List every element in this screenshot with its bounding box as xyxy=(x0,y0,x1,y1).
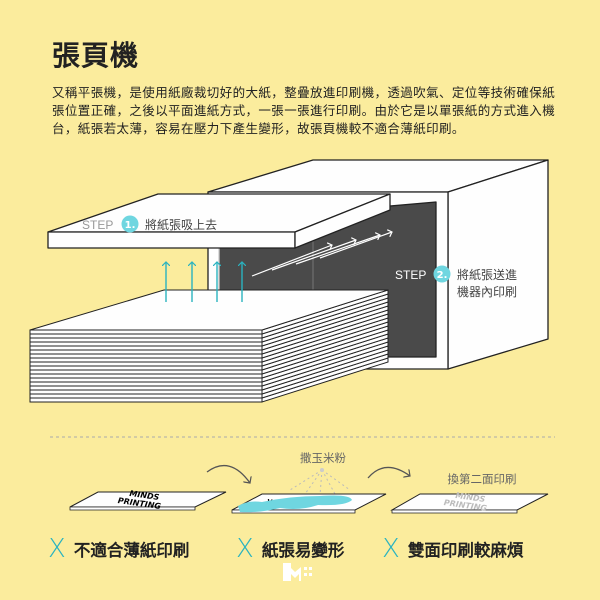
stack-sheet-edge xyxy=(29,341,263,347)
stack-sheet-edge xyxy=(29,349,263,355)
intro-paragraph: 又稱平張機，是使用紙廠裁切好的大紙，整疊放進印刷機，透過吹氣、定位等技術確保紙張… xyxy=(52,85,556,136)
powder-label: 撒玉米粉 xyxy=(300,451,346,465)
svg-text:STEP: STEP xyxy=(395,268,426,282)
feed-arrows xyxy=(251,232,392,277)
stack-sheet-edge xyxy=(29,393,263,399)
svg-text:2.: 2. xyxy=(437,270,448,281)
page-title: 張頁機 xyxy=(52,39,140,72)
paper-stack xyxy=(29,289,389,403)
stack-sheet-edge xyxy=(29,369,263,375)
stack-sheet-edge xyxy=(29,353,263,359)
x-mark-icon: X xyxy=(382,534,400,564)
stack-sheet-edge xyxy=(29,381,263,387)
stack-sheet-edge xyxy=(29,329,263,335)
suction-arrows xyxy=(166,262,242,302)
svg-text:機器內印刷: 機器內印刷 xyxy=(457,284,517,299)
stack-sheet-edge xyxy=(29,345,263,351)
printed-sheet-3: MINDS PRINTING xyxy=(390,491,549,514)
con-item: X 紙張易變形 xyxy=(236,534,344,564)
curved-arrow-icon xyxy=(206,464,250,483)
powder-spray xyxy=(289,468,351,496)
x-mark-icon: X xyxy=(236,534,254,564)
svg-text:MINDS: MINDS xyxy=(455,491,486,504)
stack-sheet-edge xyxy=(29,377,263,383)
brand-logo-icon xyxy=(283,563,312,581)
cons-list: X 不適合薄紙印刷 X 紙張易變形 X 雙面印刷較麻煩 xyxy=(48,534,568,564)
svg-text:將紙張吸上去: 將紙張吸上去 xyxy=(145,217,217,232)
stack-sheet-edge xyxy=(29,337,263,343)
stack-sheet-edge xyxy=(29,389,263,395)
con-item: X 不適合薄紙印刷 xyxy=(48,534,189,564)
stack-top-sheet xyxy=(29,289,389,331)
svg-text:1.: 1. xyxy=(125,220,136,231)
powder-smear xyxy=(238,495,352,513)
con-label: 雙面印刷較麻煩 xyxy=(407,541,524,560)
svg-text:將紙張送進: 將紙張送進 xyxy=(457,267,517,282)
con-label: 紙張易變形 xyxy=(261,541,345,560)
stack-sheet-edge xyxy=(29,397,263,403)
svg-text:STEP: STEP xyxy=(82,218,113,232)
curved-arrow-icon xyxy=(367,466,410,479)
stack-sheet-edge xyxy=(29,361,263,367)
stack-sheet-edge xyxy=(29,365,263,371)
svg-text:MINDS: MINDS xyxy=(129,489,160,502)
x-mark-icon: X xyxy=(48,534,66,564)
stack-sheet-edge xyxy=(29,373,263,379)
step-1-label: STEP 1. 將紙張吸上去 xyxy=(82,215,217,233)
printed-sheet-1: MINDS PRINTING xyxy=(69,489,227,511)
stack-sheet-edge xyxy=(29,357,263,363)
stack-sheet-edge xyxy=(29,333,263,339)
con-label: 不適合薄紙印刷 xyxy=(73,541,190,560)
printed-sheet-2: ve xyxy=(231,493,387,514)
flip-label: 換第二面印刷 xyxy=(448,472,517,486)
con-item: X 雙面印刷較麻煩 xyxy=(382,534,523,564)
stack-sheet-edge xyxy=(29,385,263,391)
step-2-label: STEP 2. 將紙張送進 機器內印刷 xyxy=(395,265,517,299)
